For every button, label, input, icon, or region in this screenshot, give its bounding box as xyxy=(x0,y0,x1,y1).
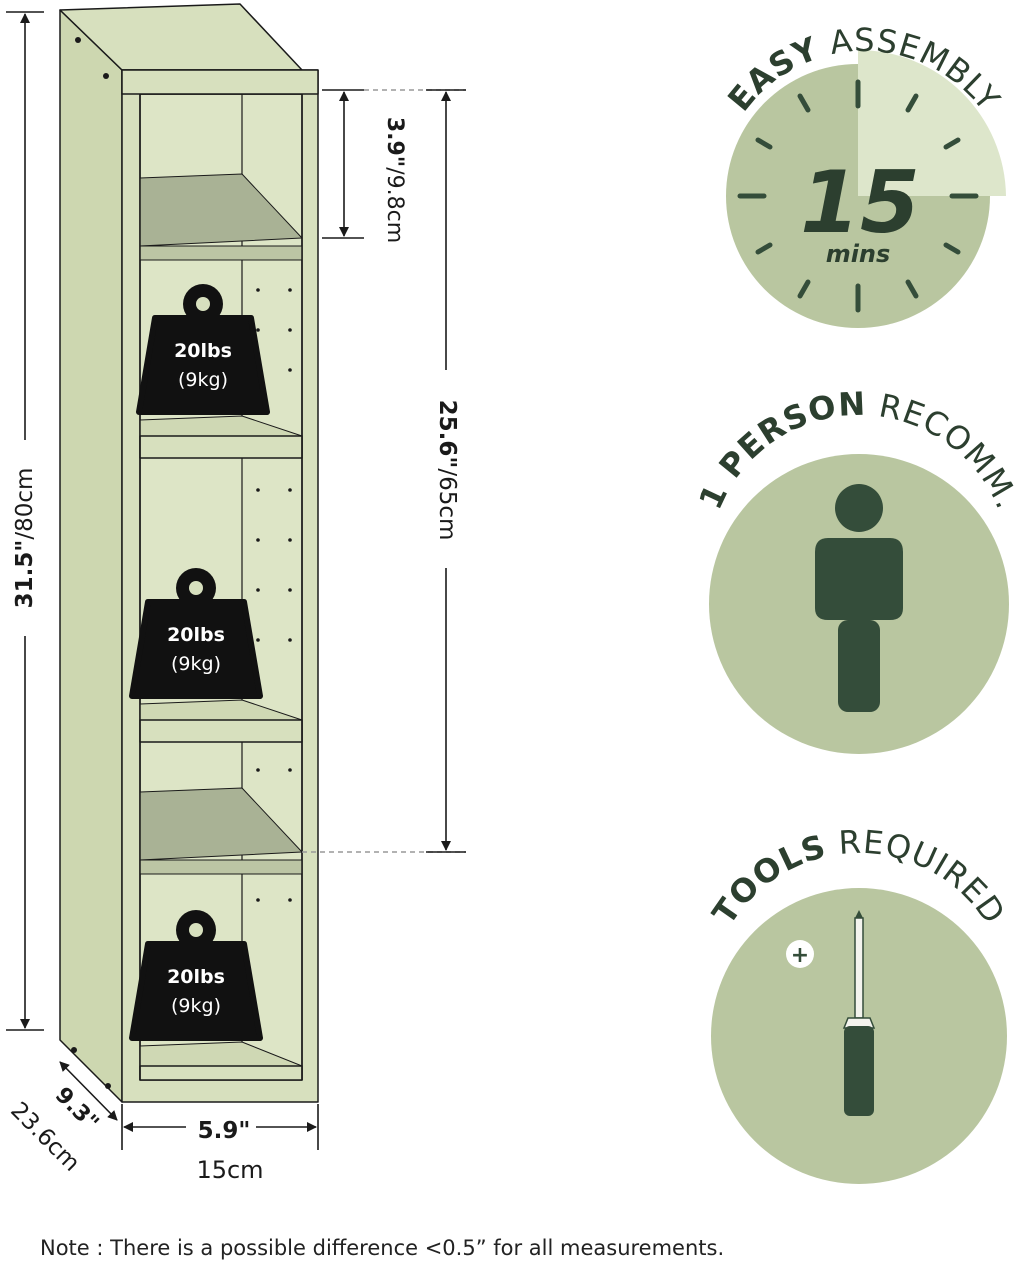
height-label: 31.5"/80cm xyxy=(12,468,38,609)
gap-label: 3.9"/9.8cm xyxy=(382,117,407,243)
bottom-shelf xyxy=(139,1065,303,1081)
assembly-number: 15 xyxy=(800,153,920,253)
depth-label-in: 9.3" xyxy=(50,1083,103,1136)
screwdriver-icon xyxy=(842,910,876,1116)
weight-lbs: 20lbs xyxy=(174,340,232,362)
fixed-shelf-1 xyxy=(139,435,303,459)
person-badge: 1 PERSON RECOMM. xyxy=(691,385,1024,754)
span-label: 25.6"/65cm xyxy=(434,400,460,541)
dimension-span xyxy=(302,89,466,853)
dimension-depth xyxy=(59,1061,118,1121)
fixed-shelf-2 xyxy=(139,719,303,743)
weight-badge-3: 20lbs (9kg) xyxy=(129,910,263,1041)
clock-icon xyxy=(737,79,979,313)
tools-badge: + TOOLS REQUIRED xyxy=(705,823,1012,1184)
width-label-in: 5.9" xyxy=(198,1118,251,1144)
side-panel xyxy=(59,9,123,1103)
bookcase-illustration xyxy=(59,3,319,1103)
dimension-height xyxy=(6,11,44,1031)
weight-kg: (9kg) xyxy=(178,369,228,391)
assembly-badge: 15 mins EASY ASSEMBLY xyxy=(720,21,1007,328)
plus-icon: + xyxy=(786,940,814,968)
assembly-unit: mins xyxy=(826,240,891,268)
weight-badge-2: 20lbs (9kg) xyxy=(129,568,263,699)
weight-kg: (9kg) xyxy=(171,995,221,1017)
dimension-width xyxy=(121,1104,319,1150)
weight-lbs: 20lbs xyxy=(167,624,225,646)
clock-quarter xyxy=(858,50,1006,196)
person-icon xyxy=(815,484,903,712)
weight-badge-1: 20lbs (9kg) xyxy=(136,284,270,415)
weight-lbs: 20lbs xyxy=(167,966,225,988)
dimension-gap xyxy=(322,89,364,239)
width-label-cm: 15cm xyxy=(196,1156,263,1184)
weight-kg: (9kg) xyxy=(171,653,221,675)
measurement-note: Note : There is a possible difference <0… xyxy=(40,1236,725,1260)
svg-text:+: + xyxy=(791,943,809,968)
